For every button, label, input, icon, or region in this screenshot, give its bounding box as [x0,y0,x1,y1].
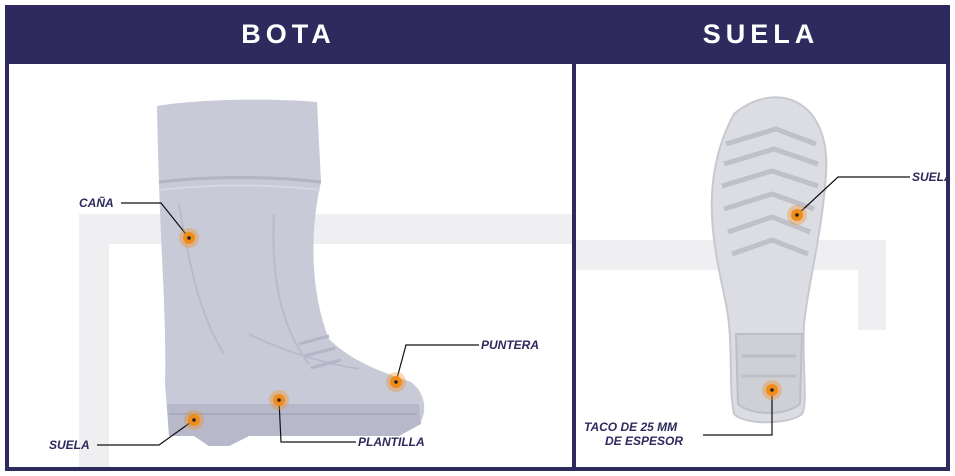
suela-panel: SUELA TACO DE 25 MM DE ESPESOR [576,64,946,467]
label-puntera: PUNTERA [481,338,539,352]
label-plantilla: PLANTILLA [358,435,425,449]
label-taco-line1: TACO DE 25 MM [584,420,677,434]
boot-shaft [157,100,424,446]
label-taco-line2: DE ESPESOR [605,434,683,448]
boot-illustration [9,64,572,467]
connector-puntera [396,345,479,382]
suela-header: SUELA [572,5,950,64]
sole-heel [736,334,802,413]
marker-sole-suela [787,205,807,225]
marker-suela [184,410,204,430]
marker-puntera [386,372,406,392]
marker-taco [762,380,782,400]
sole-illustration [576,64,946,467]
label-sole-suela: SUELA [912,170,946,184]
label-suela: SUELA [49,438,90,452]
label-cana: CAÑA [79,196,114,210]
marker-cana [179,228,199,248]
marker-plantilla [269,390,289,410]
bota-panel: CAÑA PUNTERA SUELA PLANTILLA [9,64,572,467]
bota-header: BOTA [5,5,572,64]
comparison-frame: BOTA SUELA [5,5,950,471]
